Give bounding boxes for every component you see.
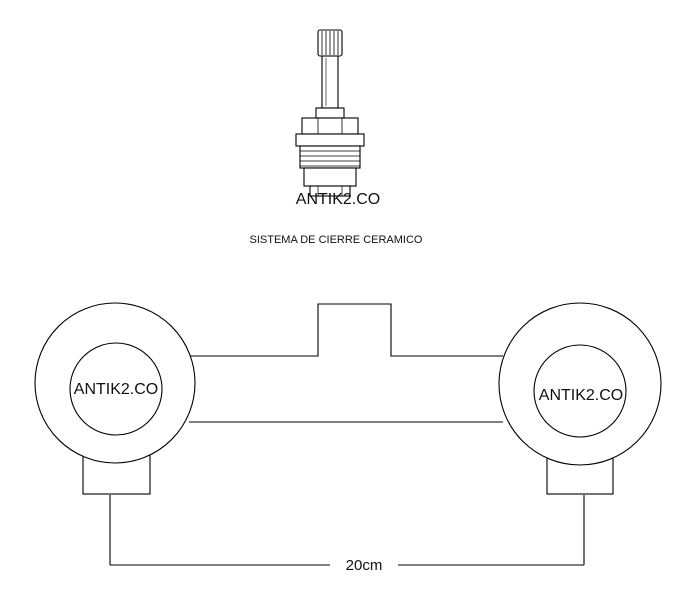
dimension-line bbox=[109, 495, 585, 566]
right-handle bbox=[498, 302, 662, 495]
cartridge-caption: SISTEMA DE CIERRE CERAMICO bbox=[250, 234, 423, 246]
cartridge-lower-body bbox=[303, 167, 357, 187]
cartridge-hex-nut bbox=[301, 117, 359, 135]
cartridge-flange bbox=[295, 133, 365, 147]
cartridge-threads bbox=[300, 150, 360, 167]
faucet-body-outline bbox=[189, 303, 503, 423]
cartridge-base bbox=[309, 185, 351, 197]
cartridge-watermark: ANTIK2.CO bbox=[296, 191, 380, 208]
right-handle-watermark: ANTIK2.CO bbox=[539, 387, 623, 404]
left-handle-inner-disc bbox=[69, 342, 163, 436]
ceramic-cartridge-illustration bbox=[295, 29, 365, 197]
cartridge-stem bbox=[321, 55, 339, 109]
dimension-label: 20cm bbox=[346, 557, 383, 574]
cartridge-thread-body bbox=[299, 145, 361, 169]
left-handle-watermark: ANTIK2.CO bbox=[74, 381, 158, 398]
cartridge-spline-ridges bbox=[321, 31, 339, 55]
center-spout-outline bbox=[189, 303, 503, 357]
cartridge-collar bbox=[315, 107, 345, 119]
left-handle bbox=[34, 302, 196, 495]
right-handle-inner-disc bbox=[533, 344, 627, 438]
